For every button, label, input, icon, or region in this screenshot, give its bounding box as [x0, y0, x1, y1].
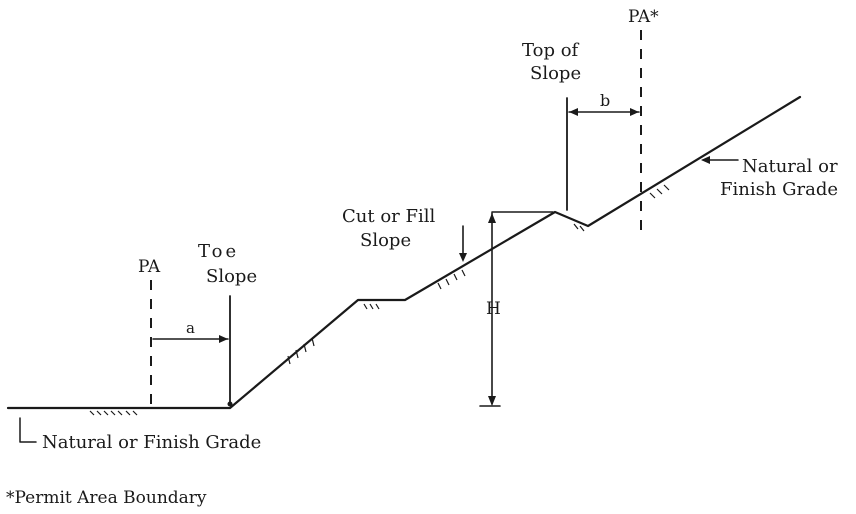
dimension-b — [568, 108, 640, 116]
toe-slope-label-1: Toe — [198, 241, 239, 262]
top-of-slope-label-1: Top of — [522, 40, 580, 61]
dimension-a — [152, 335, 229, 343]
natural-grade-right-label-1: Natural or — [742, 156, 838, 177]
toe-point — [227, 401, 233, 407]
pa-right-label: PA* — [628, 7, 659, 27]
pa-left-label: PA — [138, 257, 161, 277]
cut-fill-label-2: Slope — [360, 230, 411, 251]
top-of-slope-label-2: Slope — [530, 63, 581, 84]
dimension-h — [479, 211, 554, 407]
ground-hatching — [89, 184, 670, 416]
footnote-label: *Permit Area Boundary — [6, 488, 207, 508]
natural-grade-right-label-2: Finish Grade — [720, 179, 838, 200]
dimension-h-label: H — [486, 299, 501, 319]
toe-slope-label-2: Slope — [206, 266, 257, 287]
cut-fill-label-1: Cut or Fill — [342, 206, 435, 227]
natural-grade-right-leader — [701, 156, 739, 164]
dimension-a-label: a — [186, 319, 195, 337]
natural-grade-bottom-leader — [19, 417, 37, 443]
cut-fill-pointer — [459, 225, 467, 262]
dimension-b-label: b — [600, 91, 610, 110]
natural-grade-bottom-label: Natural or Finish Grade — [42, 432, 261, 453]
ground-profile-line — [6, 95, 802, 410]
